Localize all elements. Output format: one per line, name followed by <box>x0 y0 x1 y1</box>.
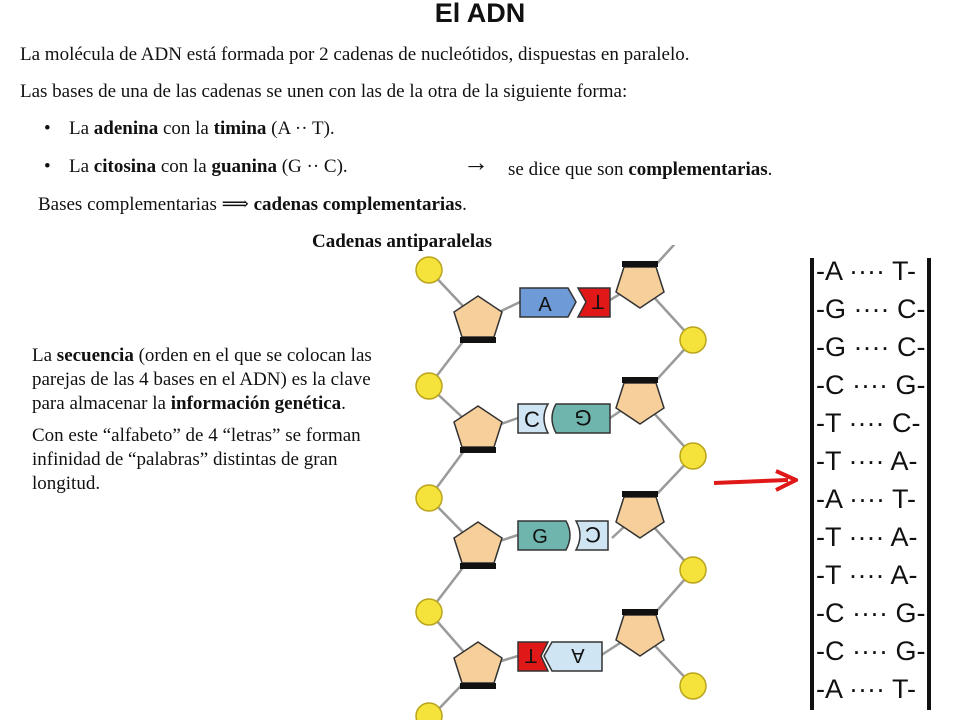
bullet-adenine: La adenina con la timina (A ·· T). <box>69 118 335 139</box>
sequence-row: -T ···· A- <box>816 560 918 590</box>
sequence-paragraph: La secuencia (orden en el que se colocan… <box>32 344 382 504</box>
sequence-row: -T ···· C- <box>816 408 921 438</box>
bullet-cytosine: La citosina con la guanina (G ·· C). <box>69 156 348 177</box>
base-thymine <box>517 641 550 672</box>
paragraph-2: Con este “alfabeto” de 4 “letras” se for… <box>32 425 361 494</box>
base-label: C <box>524 407 540 432</box>
sugar <box>453 521 503 564</box>
phosphate <box>679 672 707 700</box>
sequence-bar-left <box>810 258 814 710</box>
sequence-row: -G ···· C- <box>816 294 926 324</box>
sequence-row: -A ···· T- <box>816 484 916 514</box>
red-arrow-icon <box>713 469 798 492</box>
sugar-bars-right <box>622 261 658 615</box>
sugar <box>453 405 503 448</box>
phosphate <box>415 372 443 400</box>
sequence-row: -A ···· T- <box>816 256 916 286</box>
paragraph-1: La secuencia (orden en el que se colocan… <box>32 345 372 414</box>
phosphate <box>415 484 443 512</box>
diagram-subtitle: Cadenas antiparalelas <box>312 231 492 252</box>
base-label: C <box>585 522 601 547</box>
sequence-row: -T ···· A- <box>816 522 918 552</box>
phosphate <box>679 326 707 354</box>
sugar <box>615 614 665 657</box>
phosphate <box>415 702 443 720</box>
base-adenine <box>519 287 577 318</box>
implies-icon: ⟹ <box>221 194 249 215</box>
sugars-right <box>615 266 665 657</box>
base-cytosine <box>574 520 609 551</box>
base-thymine <box>576 287 611 318</box>
phosphate <box>679 442 707 470</box>
sequence-bar-right <box>927 258 931 710</box>
base-guanine <box>551 403 611 434</box>
bullet-dot: • <box>44 156 51 177</box>
base-label: T <box>525 644 537 666</box>
base-label: A <box>571 644 585 666</box>
pair-links <box>477 280 641 670</box>
base-guanine <box>517 520 571 551</box>
base-label: G <box>532 526 548 548</box>
sugar <box>453 295 503 338</box>
intro-line-2: Las bases de una de las cadenas se unen … <box>20 81 628 102</box>
phosphates-right <box>679 326 707 700</box>
base-cytosine <box>517 403 550 434</box>
intro-line-1: La molécula de ADN está formada por 2 ca… <box>20 44 690 65</box>
sequence-row: -C ···· G- <box>816 370 926 400</box>
base-adenine <box>543 641 603 672</box>
sequence-row: -T ···· A- <box>816 446 918 476</box>
phosphate <box>415 598 443 626</box>
complementary-note: se dice que son complementarias. <box>508 159 773 180</box>
phosphate <box>679 556 707 584</box>
base-label: A <box>538 294 552 316</box>
sequence-row: -A ···· T- <box>816 674 916 704</box>
sequence-row: -G ···· C- <box>816 332 926 362</box>
dna-ladder-diagram: A T C G G C T A <box>415 245 707 720</box>
phosphate <box>415 256 443 284</box>
sugar-bars-left <box>460 337 496 689</box>
sugars-left <box>453 295 503 684</box>
bullet-dot: • <box>44 118 51 139</box>
page-title: El ADN <box>434 0 526 28</box>
right-arrow-icon: → <box>463 148 489 177</box>
bases-line: Bases complementarias ⟹ cadenas compleme… <box>38 194 467 215</box>
sequence-row: -C ···· G- <box>816 636 926 666</box>
base-label: G <box>574 405 591 430</box>
sequence-row: -C ···· G- <box>816 598 926 628</box>
base-label: T <box>592 290 604 312</box>
phosphates-left <box>415 256 443 720</box>
